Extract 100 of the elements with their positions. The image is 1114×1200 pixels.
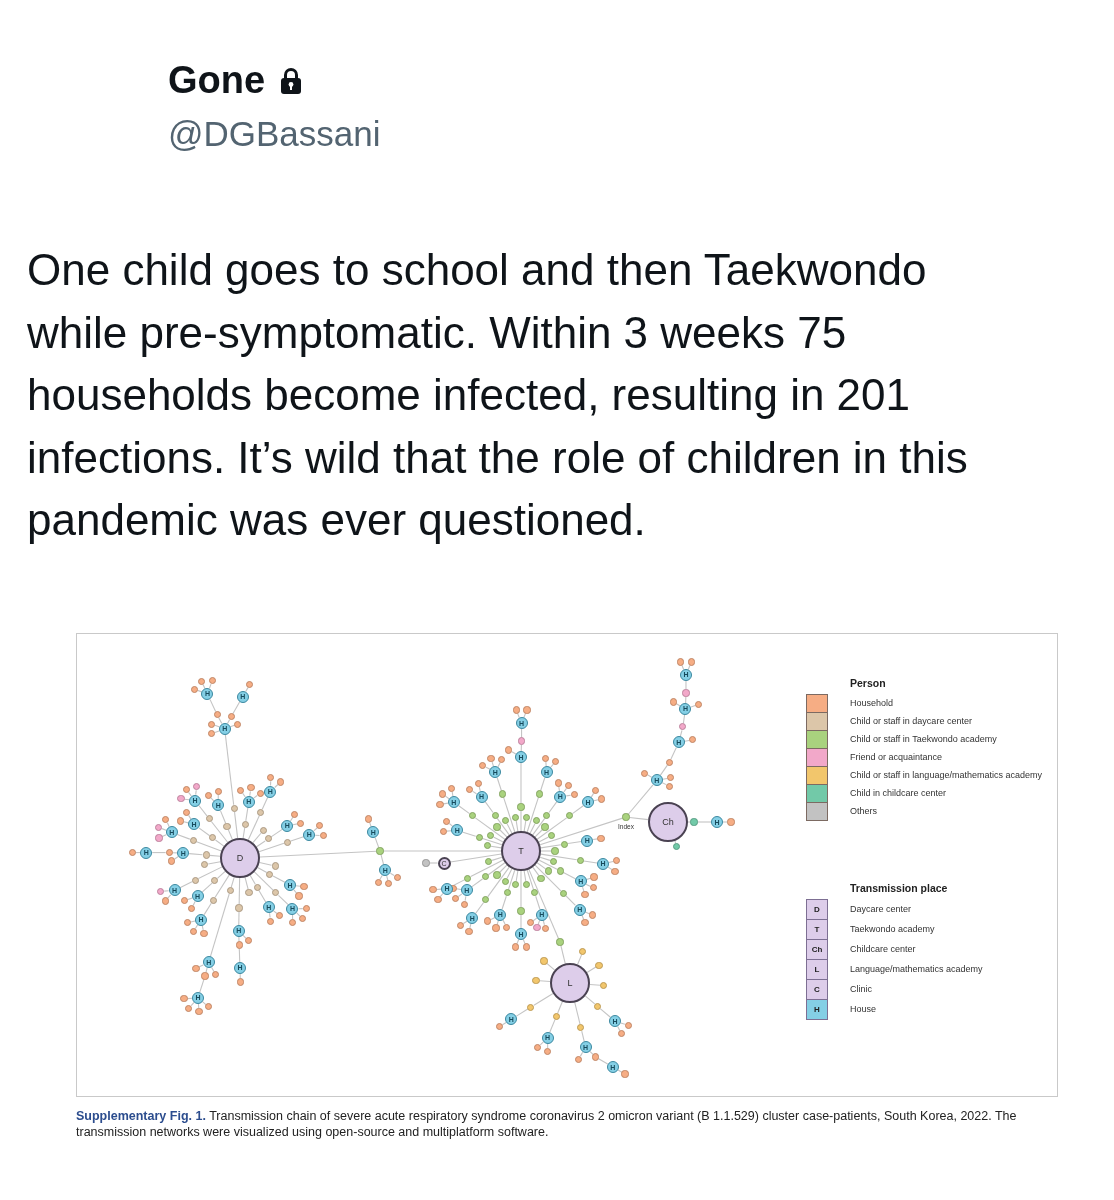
link-line — [274, 783, 279, 789]
link-line — [579, 1051, 584, 1057]
legend-label: Child in childcare center — [850, 787, 948, 800]
link-line — [245, 807, 249, 822]
link-line — [272, 910, 278, 915]
link-line — [515, 1008, 529, 1017]
link-line — [187, 997, 193, 1000]
link-line — [557, 1000, 563, 1014]
link-line — [293, 889, 298, 894]
legend-label: Clinic — [850, 983, 873, 996]
link-line — [475, 901, 485, 914]
person-node — [177, 795, 185, 803]
person-node — [682, 689, 690, 697]
person-node — [374, 878, 382, 886]
link-line — [562, 872, 576, 880]
person-node — [532, 976, 540, 985]
person-node — [283, 838, 291, 846]
link-line — [449, 853, 502, 863]
link-line — [198, 827, 211, 837]
tweet-text: One child goes to school and then Taekwondo while pre-symptomatic. Within 3 weeks 75 households become infected, resulting in 201 infections. It’s wild that the role of children in this pandemic was ever questioned. — [27, 244, 969, 546]
person-node — [161, 897, 169, 905]
link-line — [242, 827, 246, 839]
person-node — [267, 917, 275, 925]
person-node — [189, 927, 197, 936]
legend-label: Friend or acquaintance — [850, 751, 944, 764]
link-line — [238, 936, 240, 942]
link-line — [617, 1069, 623, 1073]
link-line — [496, 777, 502, 792]
link-line — [369, 821, 372, 828]
link-line — [538, 836, 549, 843]
person-node — [183, 919, 191, 927]
person-node — [466, 785, 474, 794]
legend-code: C — [814, 985, 820, 994]
person-node — [180, 897, 188, 905]
link-line — [313, 827, 318, 832]
link-line — [490, 845, 502, 849]
person-node — [157, 887, 165, 895]
link-line — [474, 817, 506, 840]
link-line — [188, 791, 192, 797]
person-node — [436, 800, 444, 808]
link-line — [496, 919, 499, 926]
person-node — [302, 904, 310, 913]
legend-label: Child or staff in Taekwondo academy — [850, 733, 998, 746]
link-line — [593, 799, 599, 802]
link-line — [690, 704, 696, 708]
person-node — [541, 823, 549, 831]
person-node — [155, 834, 163, 842]
person-node — [589, 884, 597, 892]
person-node — [541, 754, 550, 762]
link-line — [560, 944, 566, 965]
legend-label: Child or staff in daycare center — [850, 715, 973, 728]
link-line — [722, 821, 728, 823]
person-node — [565, 812, 574, 820]
link-line — [245, 687, 249, 692]
person-node — [559, 889, 567, 897]
link-line — [242, 934, 247, 939]
person-node — [208, 677, 216, 685]
link-line — [684, 739, 690, 742]
person-node — [591, 1053, 600, 1061]
link-line — [608, 861, 614, 864]
link-line — [257, 867, 268, 874]
link-line — [537, 919, 541, 926]
person-node — [264, 835, 272, 843]
person-node — [207, 720, 216, 728]
link-line — [501, 1021, 507, 1026]
link-line — [598, 1058, 609, 1065]
person-node — [289, 919, 297, 927]
link-line — [517, 712, 520, 718]
link-line — [607, 866, 613, 870]
link-line — [647, 774, 653, 778]
link-line — [675, 703, 681, 707]
person-node — [590, 873, 598, 881]
link-line — [230, 876, 235, 888]
person-node — [475, 833, 483, 841]
link-line — [208, 683, 212, 689]
link-line — [487, 862, 506, 876]
link-line — [270, 828, 283, 838]
person-node — [544, 1048, 552, 1056]
link-line — [216, 870, 226, 879]
link-line — [194, 924, 199, 929]
link-line — [272, 875, 286, 883]
person-node — [128, 848, 136, 857]
link-line — [662, 777, 668, 780]
link-line — [533, 992, 554, 1006]
link-line — [205, 967, 208, 973]
legend-label: Others — [850, 805, 878, 818]
link-line — [249, 790, 251, 797]
person-node — [201, 861, 209, 869]
link-line — [523, 820, 527, 832]
person-node — [385, 880, 393, 888]
person-node — [191, 876, 199, 884]
link-line — [249, 874, 256, 885]
legend-heading: Person — [850, 676, 887, 690]
person-node — [560, 840, 569, 848]
person-node — [193, 783, 201, 791]
person-node — [595, 961, 603, 969]
link-line — [583, 860, 598, 864]
person-node — [581, 891, 589, 899]
link-line — [167, 894, 172, 899]
person-node — [479, 762, 487, 770]
